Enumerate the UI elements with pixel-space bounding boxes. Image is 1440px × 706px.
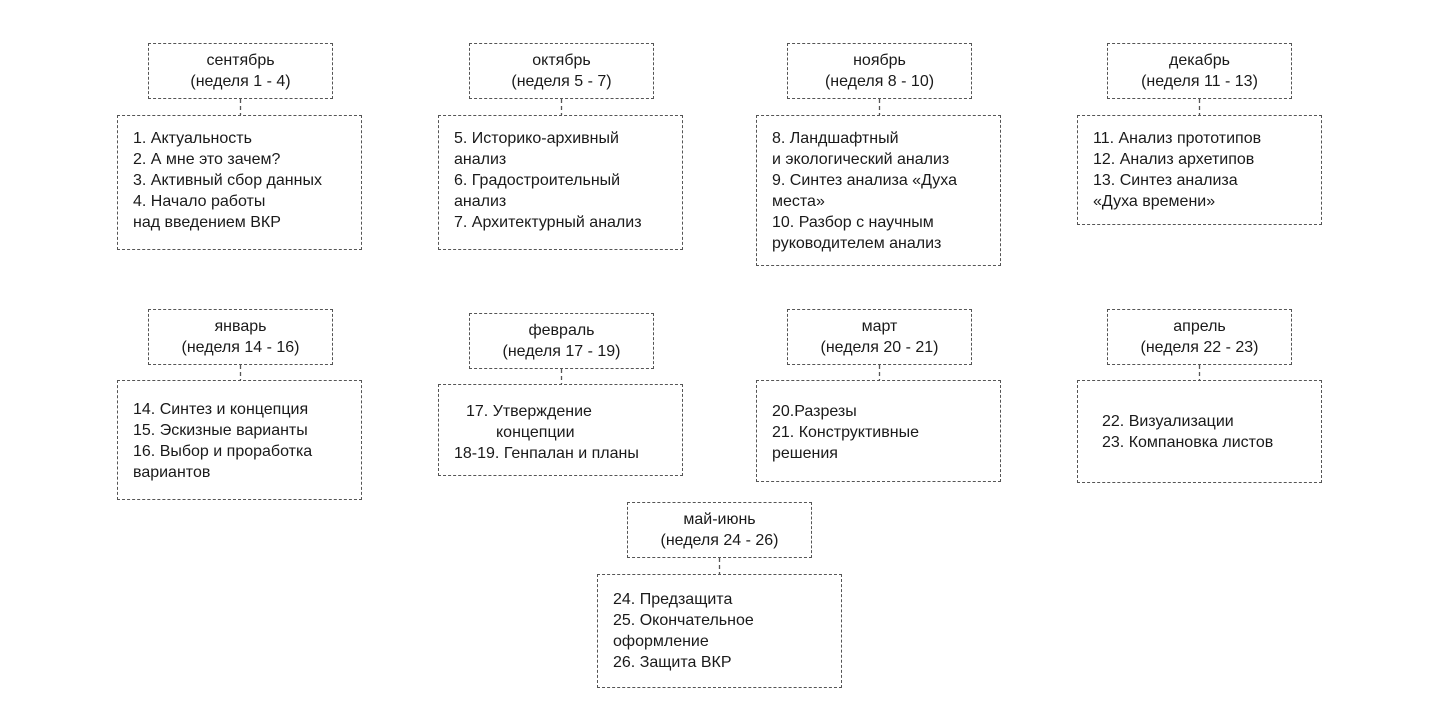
task-item: 16. Выбор и проработка — [133, 443, 313, 460]
task-item: 14. Синтез и концепция — [133, 401, 309, 418]
task-item: 2. А мне это зачем? — [133, 151, 281, 168]
month-name: октябрь — [532, 52, 591, 69]
task-item: над введением ВКР — [133, 214, 281, 231]
task-item: 15. Эскизные варианты — [133, 422, 308, 439]
task-item: 20.Разрезы — [772, 403, 857, 420]
week-range: (неделя 14 - 16) — [181, 339, 300, 356]
month-name: январь — [214, 318, 267, 335]
task-item: 6. Градостроительный — [454, 172, 621, 189]
month-box-december: декабрь (неделя 11 - 13) — [1107, 43, 1292, 99]
task-list-january: 14. Синтез и концепция 15. Эскизные вари… — [117, 380, 362, 500]
month-box-may-june: май-июнь (неделя 24 - 26) — [627, 502, 812, 558]
task-item: оформление — [613, 633, 709, 650]
week-range: (неделя 20 - 21) — [820, 339, 939, 356]
month-name: май-июнь — [683, 511, 756, 528]
task-list-november: 8. Ландшафтный и экологический анализ 9.… — [756, 115, 1001, 266]
task-item: 13. Синтез анализа — [1093, 172, 1238, 189]
task-item: руководителем анализ — [772, 235, 942, 252]
task-list-february: 17. Утверждение концепции 18-19. Генпала… — [438, 384, 683, 476]
task-item: 17. Утверждение — [466, 403, 592, 420]
task-list-may-june: 24. Предзащита 25. Окончательное оформле… — [597, 574, 842, 688]
month-name: декабрь — [1169, 52, 1230, 69]
task-item: 26. Защита ВКР — [613, 654, 732, 671]
task-item: и экологический анализ — [772, 151, 950, 168]
task-item: 23. Компановка листов — [1102, 434, 1274, 451]
week-range: (неделя 17 - 19) — [502, 343, 621, 360]
task-item: 11. Анализ прототипов — [1093, 130, 1262, 147]
month-name: ноябрь — [853, 52, 906, 69]
task-item: 22. Визуализации — [1102, 413, 1234, 430]
task-list-october: 5. Историко-архивный анализ 6. Градостро… — [438, 115, 683, 250]
task-item: решения — [772, 445, 838, 462]
month-box-october: октябрь (неделя 5 - 7) — [469, 43, 654, 99]
task-item: 24. Предзащита — [613, 591, 733, 608]
month-name: март — [861, 318, 898, 335]
task-item: анализ — [454, 193, 507, 210]
task-item: 25. Окончательное — [613, 612, 754, 629]
task-item: 9. Синтез анализа «Духа — [772, 172, 957, 189]
month-box-march: март (неделя 20 - 21) — [787, 309, 972, 365]
month-box-january: январь (неделя 14 - 16) — [148, 309, 333, 365]
month-name: апрель — [1173, 318, 1226, 335]
week-range: (неделя 22 - 23) — [1140, 339, 1259, 356]
task-item: 3. Активный сбор данных — [133, 172, 322, 189]
week-range: (неделя 11 - 13) — [1141, 73, 1258, 90]
month-name: февраль — [528, 322, 595, 339]
month-box-november: ноябрь (неделя 8 - 10) — [787, 43, 972, 99]
week-range: (неделя 5 - 7) — [511, 73, 612, 90]
week-range: (неделя 8 - 10) — [824, 73, 935, 90]
task-list-march: 20.Разрезы 21. Конструктивные решения — [756, 380, 1001, 482]
month-box-april: апрель (неделя 22 - 23) — [1107, 309, 1292, 365]
task-item: 1. Актуальность — [133, 130, 252, 147]
month-box-february: февраль (неделя 17 - 19) — [469, 313, 654, 369]
task-list-september: 1. Актуальность 2. А мне это зачем? 3. А… — [117, 115, 362, 250]
task-item: 18-19. Генпалан и планы — [454, 445, 639, 462]
month-box-september: сентябрь (неделя 1 - 4) — [148, 43, 333, 99]
week-range: (неделя 1 - 4) — [190, 73, 291, 90]
task-item: 10. Разбор с научным — [772, 214, 934, 231]
task-item: 4. Начало работы — [133, 193, 266, 210]
task-item: вариантов — [133, 464, 211, 481]
task-item: «Духа времени» — [1093, 193, 1216, 210]
task-item: 21. Конструктивные — [772, 424, 919, 441]
task-item: места» — [772, 193, 825, 210]
task-item: анализ — [454, 151, 507, 168]
task-list-april: 22. Визуализации 23. Компановка листов — [1077, 380, 1322, 483]
task-item: концепции — [496, 424, 575, 441]
task-item: 7. Архитектурный анализ — [454, 214, 642, 231]
month-name: сентябрь — [206, 52, 275, 69]
task-item: 8. Ландшафтный — [772, 130, 899, 147]
week-range: (неделя 24 - 26) — [660, 532, 779, 549]
task-list-december: 11. Анализ прототипов 12. Анализ архетип… — [1077, 115, 1322, 225]
task-item: 5. Историко-архивный — [454, 130, 619, 147]
task-item: 12. Анализ архетипов — [1093, 151, 1255, 168]
